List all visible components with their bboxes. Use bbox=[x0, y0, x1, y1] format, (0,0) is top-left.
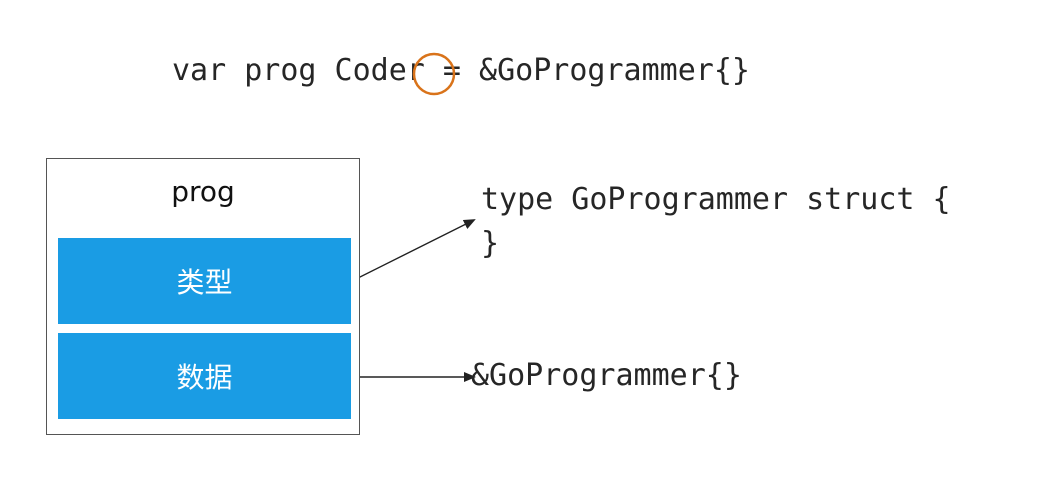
data-cell: 数据 bbox=[58, 333, 351, 419]
struct-definition-line: type GoProgrammer struct { bbox=[481, 182, 951, 217]
variable-declaration: var prog Coder = &GoProgrammer{} bbox=[172, 53, 750, 88]
prog-title: prog bbox=[171, 175, 235, 208]
highlight-circle bbox=[412, 52, 456, 96]
prog-interface-box: prog 类型 数据 bbox=[46, 158, 360, 435]
struct-value-literal: &GoProgrammer{} bbox=[471, 358, 742, 393]
type-cell: 类型 bbox=[58, 238, 351, 324]
type-arrow bbox=[349, 219, 476, 283]
data-cell-label: 数据 bbox=[176, 361, 233, 394]
type-cell-label: 类型 bbox=[176, 266, 233, 299]
struct-closing-brace: } bbox=[481, 226, 500, 261]
